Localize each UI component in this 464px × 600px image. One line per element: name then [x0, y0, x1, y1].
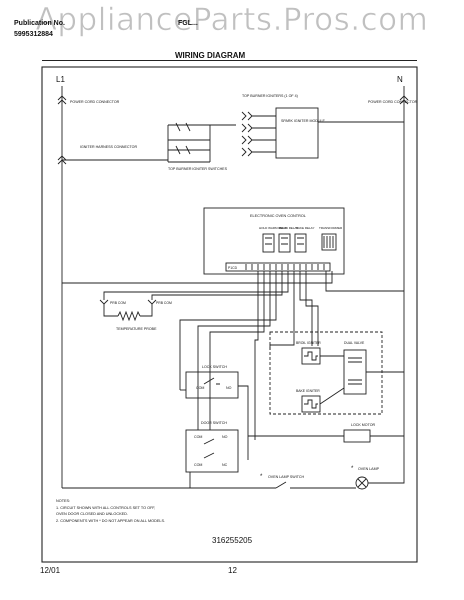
igniter-valve-group: [269, 331, 383, 415]
lock-switch-out: [238, 385, 249, 460]
dual-valve-box: [343, 349, 367, 395]
eoc-label: ELECTRONIC OVEN CONTROL: [250, 214, 306, 218]
power-cord-right-label: POWER CORD CONNECTOR: [368, 100, 418, 104]
part-number: 316255205: [212, 536, 253, 545]
dual-valve-coils-icon: [348, 357, 362, 385]
footer-date: 12/01: [40, 566, 61, 575]
diagram-frame: [41, 66, 418, 563]
transformer-label: TRANSFORMER: [319, 226, 343, 230]
top-burner-igniters-label: TOP BURNER IGNITERS (1 OF 4): [242, 94, 298, 98]
relay-1-label: HOLD WARM RELAY: [259, 226, 288, 230]
lock-switch-box: [185, 371, 239, 399]
electronic-oven-control-box: [203, 207, 345, 275]
relay-2-label: BROIL RELAY: [279, 226, 298, 230]
notes-line-2: OVEN DOOR CLOSED AND UNLOCKED.: [56, 512, 128, 516]
publication-label: Publication No.: [14, 20, 65, 27]
n-label: N: [397, 75, 403, 84]
title-rule: [42, 60, 417, 61]
probe-sig-label: PRB COM: [156, 301, 172, 305]
notes-line-3: 2. COMPONENTS WITH * DO NOT APPEAR ON AL…: [56, 519, 165, 523]
igniter-connectors: [241, 111, 276, 157]
temperature-probe-resistor-icon: [117, 310, 141, 322]
power-cord-connector-left-icon: [57, 95, 67, 105]
diagram-title: WIRING DIAGRAM: [175, 51, 246, 60]
eoc-relays: [262, 233, 307, 253]
power-cord-connector-right-icon: [399, 95, 409, 105]
oven-lamp-switch-star: *: [260, 474, 263, 480]
door-switch-box: [185, 429, 239, 473]
power-cord-left-label: POWER CORD CONNECTOR: [70, 100, 120, 104]
door-switch-com-bottom: COM: [194, 463, 202, 467]
eoc-transformer: [321, 233, 337, 251]
door-switch-label: DOOR SWITCH: [201, 421, 227, 425]
eoc-output-wires: [62, 271, 404, 440]
probe-com-label: PRB COM: [110, 301, 126, 305]
lock-switch-label: LOCK SWITCH: [202, 365, 227, 369]
lock-motor-label: LOCK MOTOR: [351, 423, 375, 427]
lock-switch-contact: [203, 377, 220, 385]
igniter-elements-icon: [304, 351, 318, 409]
lock-switch-no-label: NO: [226, 386, 232, 390]
oven-lamp-filament-icon: [357, 478, 367, 488]
spark-module-box: [275, 107, 319, 159]
notes-line-1: 1. CIRCUIT SHOWN WITH ALL CONTROLS SET T…: [56, 506, 155, 510]
bake-igniter-label: BAKE IGNITER: [296, 389, 320, 393]
top-burner-switches-label: TOP BURNER IGNITER SWITCHES: [168, 167, 228, 171]
oven-lamp-label: OVEN LAMP: [358, 467, 380, 471]
probe-connectors-icon: [99, 299, 157, 305]
relay-3-label: BAKE RELAY: [296, 226, 314, 230]
door-switch-com-top: COM: [194, 435, 202, 439]
top-burner-switches: [62, 122, 211, 163]
publication-number: 5995312884: [14, 31, 53, 38]
oven-lamp-switch-contact: [275, 481, 356, 489]
oven-lamp-switch-label: OVEN LAMP SWITCH: [268, 475, 304, 479]
eoc-terminal-strip: [225, 262, 331, 272]
eoc-terminal-pins: [245, 264, 325, 270]
terminal-strip-label: P1CD: [228, 266, 238, 270]
footer-page-number: 12: [228, 566, 237, 575]
temperature-probe-label: TEMPERATURE PROBE: [116, 327, 157, 331]
oven-lamp-star: *: [351, 466, 354, 472]
probe-wire-a: [103, 304, 118, 317]
notes-line-0: NOTES:: [56, 499, 70, 503]
dual-valve-label: DUAL VALVE: [344, 341, 365, 345]
watermark: ApplianceParts.Pros.com: [35, 2, 429, 39]
l1-label: L1: [56, 75, 65, 84]
igniter-harness-label: IGNITER HARNESS CONNECTOR: [80, 145, 137, 149]
model-number: FGL...: [178, 20, 198, 27]
door-switch-no-top: NO: [222, 435, 228, 439]
spark-module-label: SPARK IGNITER MODULE: [281, 119, 325, 123]
lock-motor-box: [343, 429, 371, 443]
door-switch-contacts: [203, 438, 215, 459]
door-switch-nc-bottom: NC: [222, 463, 228, 467]
probe-wire-b: [140, 304, 153, 317]
lock-switch-com-label: COM: [196, 386, 204, 390]
broil-igniter-label: BROIL IGNITER: [296, 341, 321, 345]
